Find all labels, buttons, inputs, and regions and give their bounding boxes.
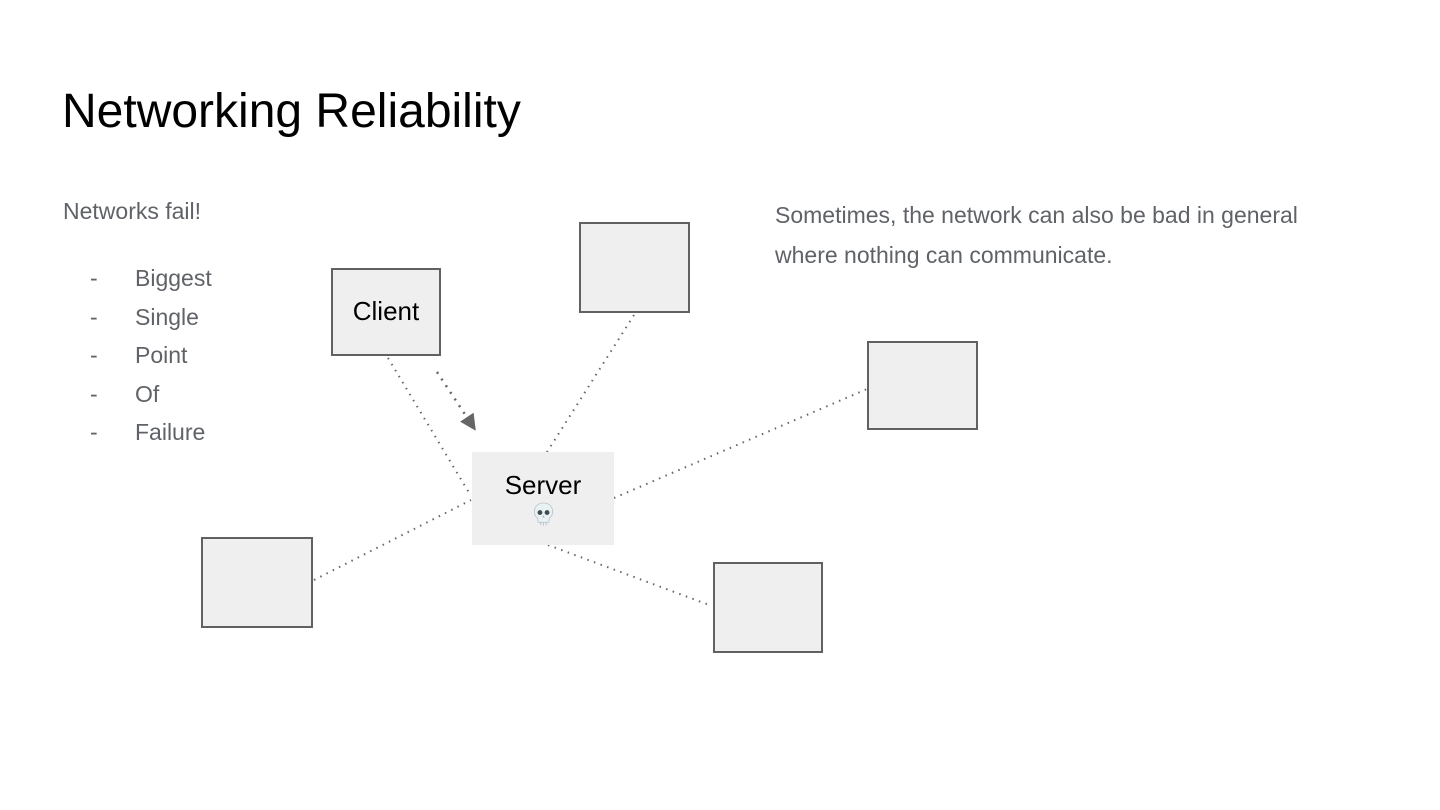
node-box-bottom-left <box>201 537 313 628</box>
connector-bottom-left-box-server <box>313 499 472 581</box>
list-item-label: Failure <box>135 419 206 446</box>
slide-title: Networking Reliability <box>62 85 521 138</box>
client-label: Client <box>352 296 420 327</box>
bullet-dash: - <box>90 342 98 369</box>
connector-server-bottom-mid-box <box>547 544 713 607</box>
node-server: Server <box>472 452 614 545</box>
bullet-dash: - <box>90 419 98 446</box>
list-item-label: Point <box>135 342 188 369</box>
list-item-label: Biggest <box>135 265 212 291</box>
node-box-right <box>867 341 978 430</box>
skull-icon <box>533 502 553 526</box>
bullet-list: - Biggest - Single - Point - Of - Failur… <box>90 259 212 452</box>
list-item: - Biggest <box>90 259 212 298</box>
list-item: - Single <box>90 298 212 337</box>
list-item: - Of <box>90 375 212 414</box>
list-item: - Point <box>90 336 212 375</box>
connector-server-right-box <box>613 388 868 499</box>
arrow-client-to-server <box>435 371 476 431</box>
node-client: Client <box>331 268 441 356</box>
list-item: - Failure <box>90 413 212 452</box>
connector-client-server <box>387 357 472 497</box>
bullet-dash: - <box>90 380 98 407</box>
bullet-dash: - <box>90 303 98 330</box>
connector-top-box-server <box>546 314 635 453</box>
bullet-dash: - <box>90 265 98 291</box>
server-label: Server <box>504 469 582 500</box>
right-paragraph: Sometimes, the network can also be bad i… <box>775 202 1298 268</box>
left-heading: Networks fail! <box>63 198 202 224</box>
node-box-bottom-mid <box>713 562 823 653</box>
list-item-label: Single <box>135 303 199 330</box>
node-box-top <box>579 222 690 313</box>
list-item-label: Of <box>135 380 160 407</box>
